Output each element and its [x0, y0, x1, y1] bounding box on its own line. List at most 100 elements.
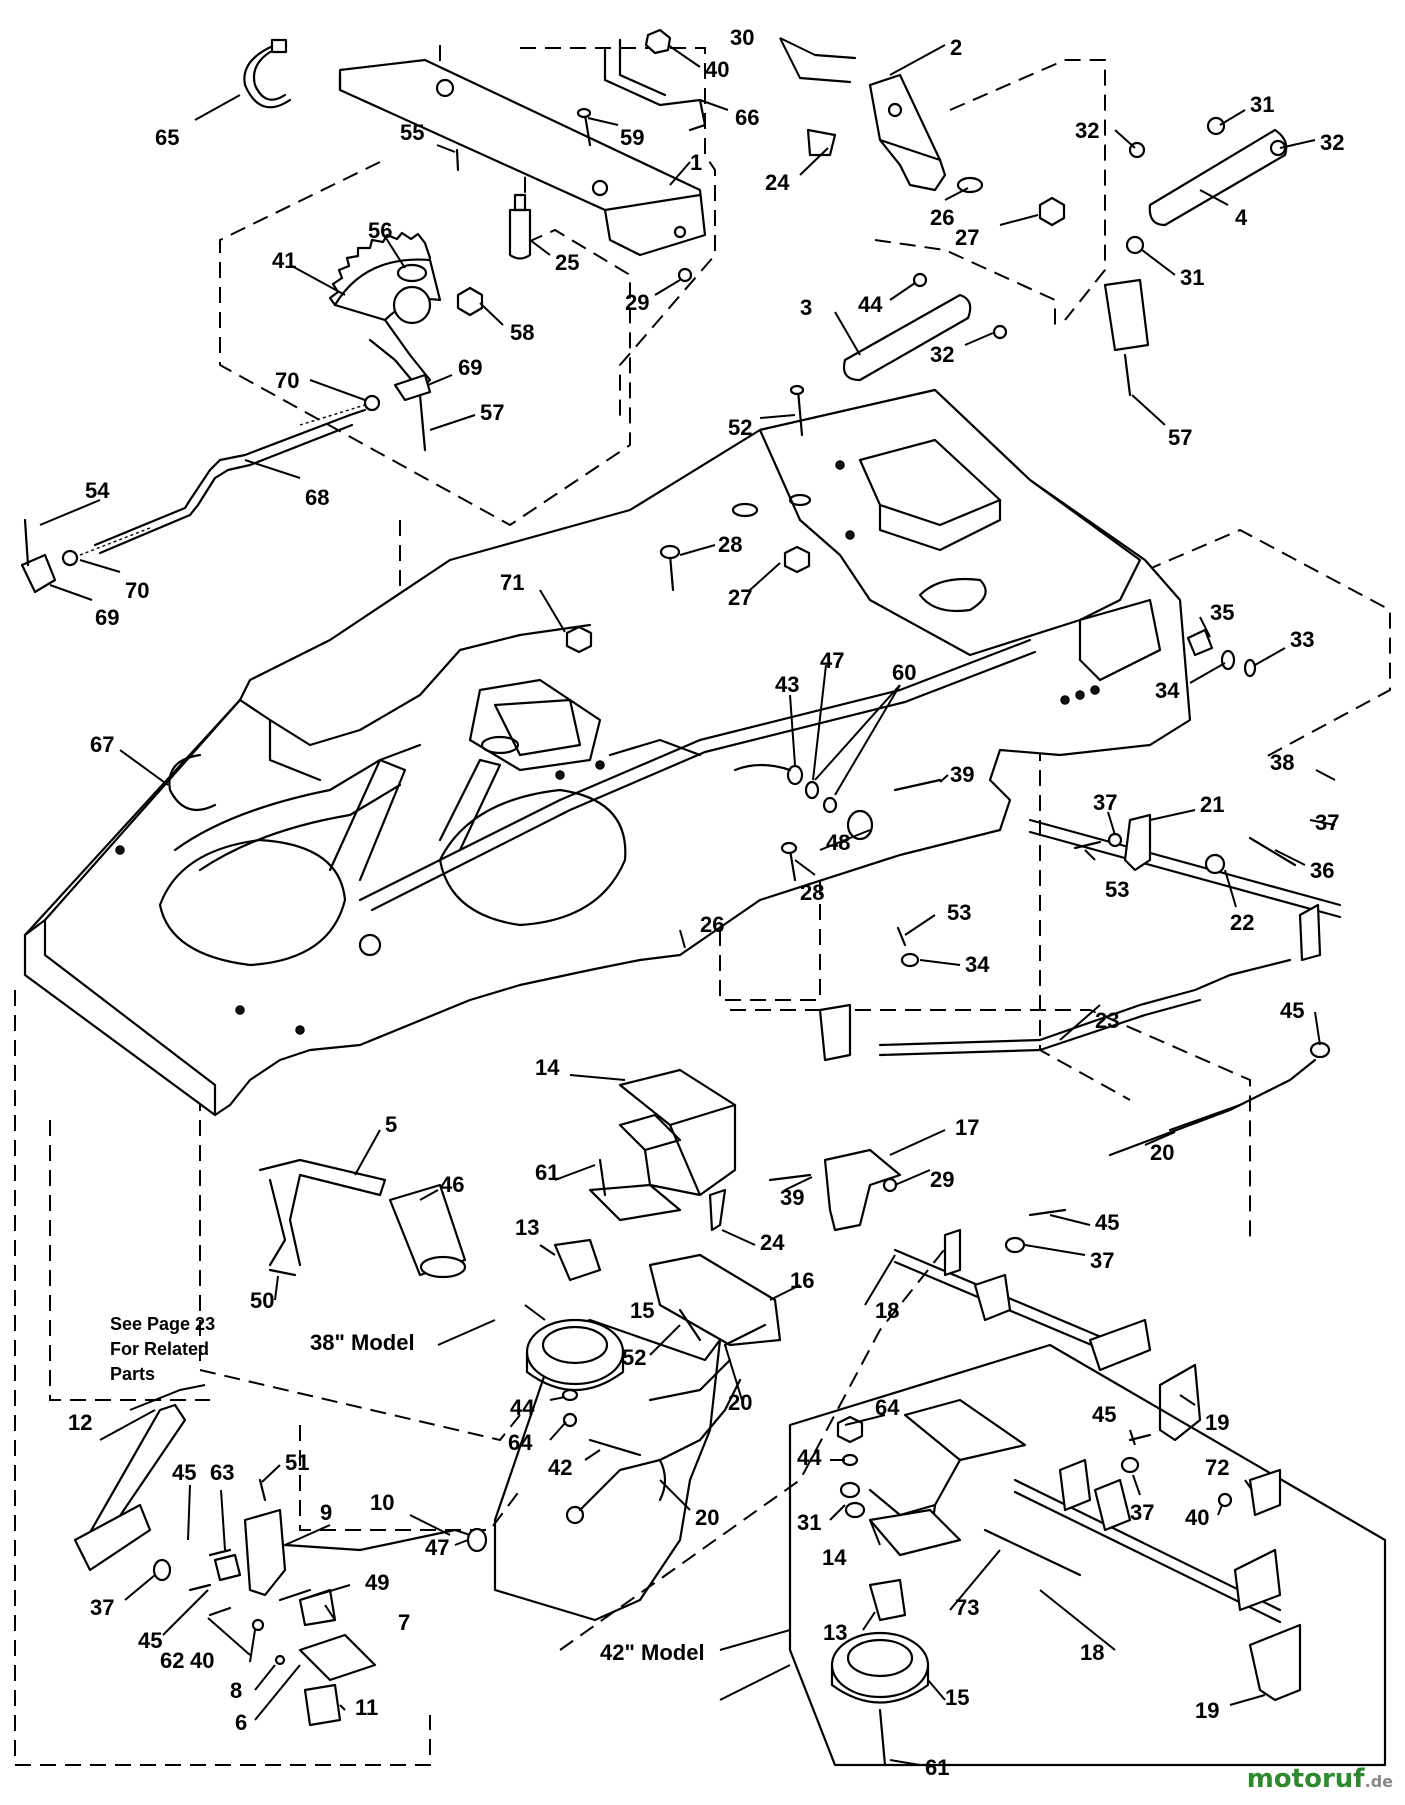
part-20-cable-38 [648, 1358, 732, 1402]
callout-19-42: 19 [1195, 1698, 1219, 1723]
part-64-nut-38 [562, 1412, 578, 1428]
callout-64: 64 [508, 1430, 533, 1455]
callout-31-lower: 31 [1180, 265, 1204, 290]
part-44-washer-top [912, 272, 928, 288]
callout-28: 28 [718, 532, 742, 557]
outline-link-group [949, 59, 1106, 321]
callout-53-mid: 53 [947, 900, 971, 925]
callout-32: 32 [1075, 118, 1099, 143]
part-20-cable-lower [578, 1378, 742, 1512]
part-45-clip-38 [1028, 1208, 1067, 1217]
shaft-21-arm-right [1298, 903, 1322, 962]
part-19-bracket-42 [1248, 1623, 1302, 1702]
part-23-rod [878, 958, 1292, 1047]
related-note-line-2: For Related [110, 1339, 209, 1359]
part-18-arm-42-mid [1093, 1478, 1132, 1532]
part-56-washer [396, 263, 428, 283]
part-71-nut [565, 625, 593, 654]
part-9-arm [243, 1508, 287, 1597]
part-14-bracket-38 [588, 1068, 737, 1232]
frame-hole-2 [731, 502, 759, 518]
part-18-shaft-42 [1013, 1478, 1282, 1612]
part-1-bracket [338, 58, 707, 257]
callout-45: 45 [1280, 998, 1304, 1023]
frame-bolt-hole-4 [1075, 690, 1085, 700]
outline-pivot [730, 1009, 1251, 1240]
callout-38: 38 [1270, 750, 1294, 775]
callout-45-lower-left: 45 [138, 1628, 162, 1653]
callout-5: 5 [385, 1112, 397, 1137]
frame-axle-line [358, 638, 1032, 902]
part-24-stud [806, 128, 837, 157]
callout-55: 55 [400, 120, 424, 145]
part-18-arm-42-right [1233, 1548, 1282, 1612]
callout-3: 3 [800, 295, 812, 320]
part-3-link [842, 293, 972, 382]
part-39-bolt-lower [768, 1173, 812, 1182]
shaft-21-bar-2 [1028, 830, 1342, 919]
part-52-bolt-top [796, 388, 804, 437]
callout-56: 56 [368, 218, 392, 243]
part-2-hole [887, 102, 903, 118]
callout-11: 11 [355, 1695, 378, 1720]
outline-42-model [788, 1343, 1387, 1767]
callout-16: 16 [790, 1268, 814, 1293]
shaft-21-arm-left [1123, 813, 1152, 872]
part-46-pedal-pad [388, 1183, 467, 1277]
part-31-spacer-42a [839, 1481, 861, 1499]
part-65-clip [243, 43, 292, 109]
model-38-leader [437, 1319, 496, 1346]
frame-bolt-hole-10 [595, 760, 605, 770]
callout-69-lower: 69 [95, 605, 119, 630]
callout-27: 27 [955, 225, 979, 250]
callout-57: 57 [480, 400, 504, 425]
watermark-logo: motoruf.de [1247, 1764, 1393, 1794]
part-35-spacer [1186, 628, 1214, 657]
callout-26: 26 [930, 205, 954, 230]
part-24-stud-38 [708, 1188, 727, 1232]
callout-34: 34 [1155, 678, 1180, 703]
callout-48: 48 [826, 830, 850, 855]
part-15-pulley-38-inner [541, 1325, 609, 1365]
callout-39: 39 [950, 762, 974, 787]
callout-66: 66 [735, 105, 759, 130]
part-32-nut-lower [992, 324, 1008, 340]
part-57-bolt-right [1123, 353, 1132, 397]
part-4-link [1148, 128, 1288, 227]
part-65-clip-inner [252, 50, 287, 101]
callout-47-left: 47 [425, 1535, 449, 1560]
leader-lines [39, 37, 1336, 1766]
callout-73: 73 [955, 1595, 979, 1620]
part-8-nut [274, 1654, 286, 1666]
part-18-shaft-42-2 [1013, 1490, 1282, 1624]
frame-fender-inner [268, 718, 322, 782]
callout-15-42: 15 [945, 1685, 969, 1710]
part-40-nut-left [251, 1618, 265, 1632]
callout-43: 43 [775, 672, 799, 697]
callout-24-lower: 24 [760, 1230, 785, 1255]
callout-27-lower: 27 [728, 585, 752, 610]
frame-crossbar [608, 738, 702, 757]
part-18-arm-left [943, 1228, 962, 1277]
callout-57-right: 57 [1168, 425, 1192, 450]
part-18-arm-42-left [1058, 1458, 1092, 1512]
callout-32-lower: 32 [930, 342, 954, 367]
console-slot [918, 577, 987, 613]
part-4-plate [1103, 278, 1150, 352]
part-69-joint-upper [393, 373, 432, 402]
callout-67: 67 [90, 732, 114, 757]
part-62-pin [208, 1606, 232, 1617]
callout-46: 46 [440, 1172, 464, 1197]
part-25-shaft [508, 208, 532, 260]
callout-31-42: 31 [797, 1510, 821, 1535]
part-20-cable-hook [658, 1458, 667, 1502]
callout-4: 4 [1235, 205, 1248, 230]
model-42-label: 42" Model [600, 1640, 705, 1665]
part-27-nut [1038, 196, 1066, 227]
part-60-pin [733, 763, 792, 772]
part-59-bolt-head [576, 107, 592, 119]
part-18-arm-right [1088, 1318, 1152, 1372]
callout-14: 14 [535, 1055, 560, 1080]
bracket-hole-1 [435, 78, 455, 98]
